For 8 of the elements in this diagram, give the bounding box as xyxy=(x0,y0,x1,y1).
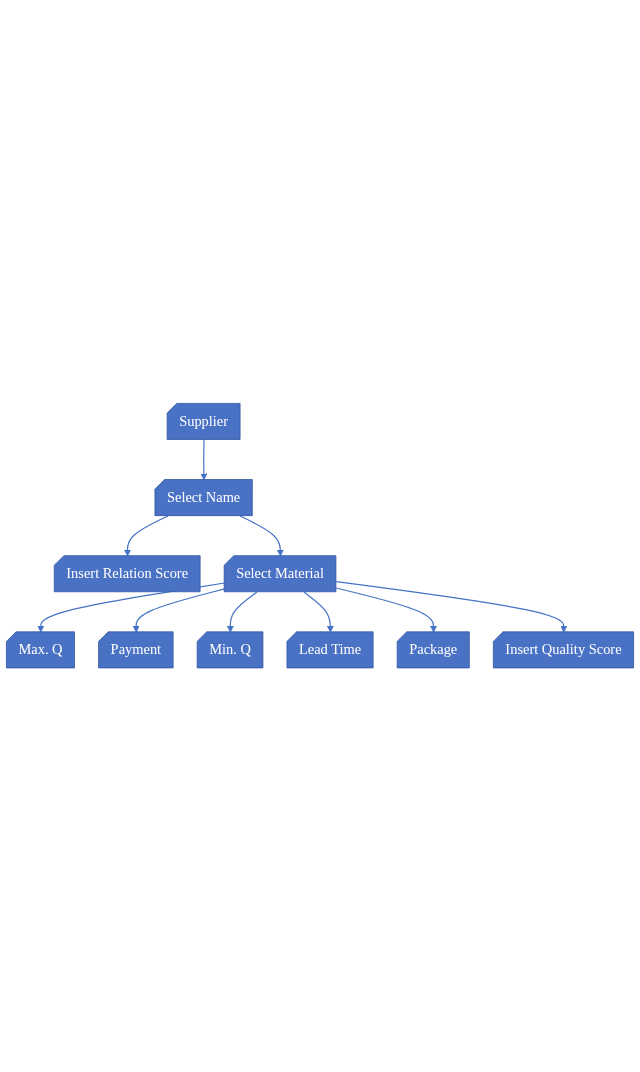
arrow xyxy=(200,439,208,481)
arrow xyxy=(239,515,284,557)
arrow xyxy=(226,591,258,633)
arrow xyxy=(303,591,334,633)
arrow xyxy=(123,515,169,557)
arrow xyxy=(335,587,438,633)
arrow xyxy=(132,588,226,633)
arrow xyxy=(335,581,568,633)
